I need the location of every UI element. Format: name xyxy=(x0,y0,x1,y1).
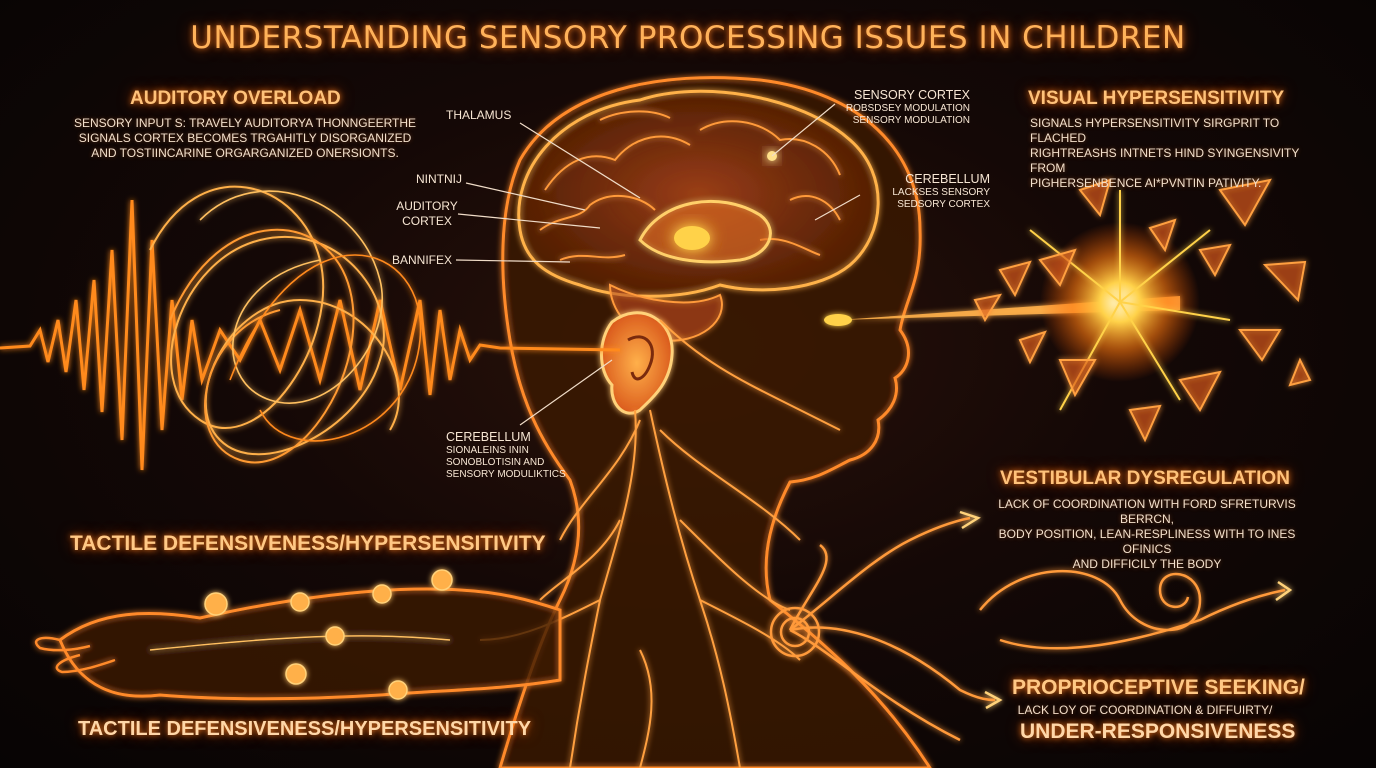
cerebellum-right-title: CEREBELLUM xyxy=(905,172,990,186)
cerebellum-lower-line-1: SIONALEINS ININ xyxy=(446,445,529,456)
visual-line-1: SIGNALS HYPERSENSITIVITY SIRGPRIT TO FLA… xyxy=(1030,116,1280,145)
arm xyxy=(34,587,562,701)
auditory-line-2: SIGNALS CORTEX BECOMES TRGAHITLY DISORGA… xyxy=(78,131,412,145)
vestibular-heading: VESTIBULAR DYSREGULATION xyxy=(1000,468,1290,489)
visual-line-3: PIGHERSENBENCE AI*PVNTIN PATIVITY. xyxy=(1030,176,1262,190)
vestibular-line-2: BODY POSITION, LEAN-RESPLINESS WITH TO I… xyxy=(998,527,1296,556)
ear xyxy=(600,311,674,415)
vestibular-line-3: AND DIFFICILY THE BODY xyxy=(1072,557,1222,571)
motion-swirls xyxy=(769,510,1293,742)
label-auditory-cortex: AUDITORY CORTEX xyxy=(392,199,462,229)
auditory-line-1: SENSORY INPUT S: TRAVELY AUDITORYA THONN… xyxy=(73,116,417,130)
label-thalamus: THALAMUS xyxy=(446,108,512,122)
visual-line-2: RIGHTREASHS INTNETS HIND SYINGENSIVITY F… xyxy=(1030,146,1300,175)
cerebellum-lower-line-2: SONOBLOTISIN AND xyxy=(446,457,545,468)
visual-body: SIGNALS HYPERSENSITIVITY SIRGPRIT TO FLA… xyxy=(1030,116,1330,191)
cerebellum-lower-title: CEREBELLUM xyxy=(446,430,531,444)
vestibular-line-1: LACK OF COORDINATION WITH FORD SFRETURVI… xyxy=(998,497,1296,526)
cerebellum-lower-line-3: SENSORY MODULIKTICS xyxy=(446,469,566,480)
label-cerebellum-lower: CEREBELLUM SIONALEINS ININ SONOBLOTISIN … xyxy=(446,430,566,481)
proprioceptive-heading-1: PROPRIOCEPTIVE SEEKING/ xyxy=(1012,676,1305,699)
tactile-heading-bottom: TACTILE DEFENSIVENESS/HYPERSENSITIVITY xyxy=(78,718,532,740)
label-bannifex: BANNIFEX xyxy=(392,253,453,267)
touch-points xyxy=(204,569,453,700)
cerebellum-right-line-2: SEDSORY CORTEX xyxy=(897,199,990,210)
auditory-body: SENSORY INPUT S: TRAVELY AUDITORYA THONN… xyxy=(70,116,420,161)
cerebellum-right-line-1: LACKSES SENSORY xyxy=(892,187,990,198)
label-sensory-cortex: SENSORY CORTEX ROBSDSEY MODULATION SENSO… xyxy=(810,88,970,127)
page-title: UNDERSTANDING SENSORY PROCESSING ISSUES … xyxy=(190,20,1186,56)
sound-wave xyxy=(0,185,621,471)
sensory-cortex-line-1: ROBSDSEY MODULATION xyxy=(845,103,970,114)
proprioceptive-sub: LACK LOY OF COORDINATION & DIFFUIRTY/ xyxy=(1017,703,1273,717)
label-auditory-cortex-line-1: AUDITORY xyxy=(396,199,458,213)
vestibular-body: LACK OF COORDINATION WITH FORD SFRETURVI… xyxy=(992,497,1302,572)
tactile-heading-top: TACTILE DEFENSIVENESS/HYPERSENSITIVITY xyxy=(70,532,546,555)
auditory-line-3: AND TOSTIINCARINE ORGARGANIZED ONERSIONT… xyxy=(91,146,399,160)
label-nintnij: NINTNIJ xyxy=(416,172,462,186)
auditory-heading: AUDITORY OVERLOAD xyxy=(130,88,341,109)
label-cerebellum-right: CEREBELLUM LACKSES SENSORY SEDSORY CORTE… xyxy=(880,172,990,211)
proprioceptive-heading-2: UNDER-RESPONSIVENESS xyxy=(1020,720,1296,743)
visual-heading: VISUAL HYPERSENSITIVITY xyxy=(1028,88,1285,109)
sensory-cortex-title: SENSORY CORTEX xyxy=(853,88,970,102)
label-leaders xyxy=(455,103,861,426)
light-burst xyxy=(973,178,1312,443)
label-auditory-cortex-line-2: CORTEX xyxy=(402,214,452,228)
sensory-cortex-line-2: SENSORY MODULATION xyxy=(852,115,970,126)
